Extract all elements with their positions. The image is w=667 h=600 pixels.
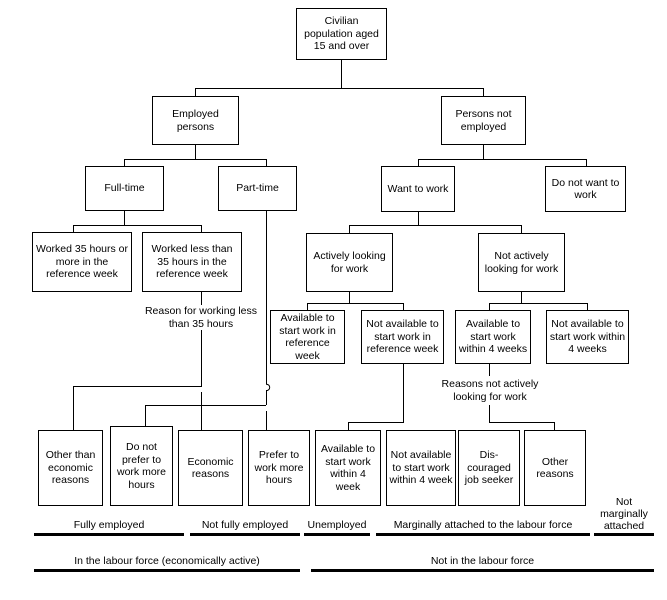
connector-reasons-bus-lower [145,405,266,406]
node-not-available-in-reference-week[interactable]: Not available to start work in reference… [361,310,444,364]
connector-to-avail-ref [307,303,308,310]
connector-to-not-avail-ref [403,303,404,310]
connector-parttime-trunk [266,211,267,405]
connector-to-other-than-economic [73,386,74,430]
connector-avail4w-stem [489,364,490,376]
connector-actively-stem [349,292,350,303]
node-not-available-within-4-week-b[interactable]: Not available to start work within 4 wee… [386,430,456,506]
connector-notavailref-trunk [403,364,404,422]
connector-bottom-avail-bus [348,422,404,423]
bracket-bar-not-marginally-attached [594,533,654,536]
connector-wantwork-stem [418,212,419,225]
node-worked-less-than-35-hours[interactable]: Worked less than 35 hours in the referen… [142,232,242,292]
connector-employed-bus [124,159,266,160]
bracket-bar-fully-employed [34,533,184,536]
connector-to-other-reasons [554,422,555,430]
connector-to-not-avail-4w [587,303,588,310]
connector-to-avail-4week-b [348,422,349,430]
jump-mask [262,383,271,390]
connector-to-prefer-more-hours [266,411,267,430]
connector-to-actively-looking [349,225,350,233]
bracket-bar-marginally-attached [376,533,590,536]
connector-to-economic-reasons [201,392,202,430]
connector-wantwork-bus [349,225,521,226]
annotation-reason-working-less: Reason for working less than 35 hours [142,305,260,330]
line-jump-icon [266,381,271,392]
node-worked-35-hours-or-more[interactable]: Worked 35 hours or more in the reference… [32,232,132,292]
bracket-label-unemployed: Unemployed [307,519,367,531]
bracket-bar-not-in-labour-force [311,569,654,572]
connector-reasons-bus-upper [73,386,202,387]
bracket-bar-unemployed [304,533,370,536]
connector-to-not-want-work [586,159,587,166]
bracket-label-not-fully-employed: Not fully employed [201,519,289,531]
connector-to-want-work [418,159,419,166]
node-persons-not-employed[interactable]: Persons not employed [441,96,526,145]
node-available-within-4-week-b[interactable]: Available to start work within 4 week [315,430,381,506]
connector-workedless-trunk [201,292,202,386]
connector-to-fulltime [124,159,125,166]
connector-root-stem [341,60,342,88]
connector-notemployed-stem [483,145,484,159]
connector-to-avail-4w [489,303,490,310]
bracket-label-fully-employed: Fully employed [73,519,145,531]
node-not-available-within-4-weeks[interactable]: Not available to start work within 4 wee… [546,310,629,364]
node-economic-reasons[interactable]: Economic reasons [178,430,243,506]
connector-fulltime-bus [73,225,201,226]
bracket-label-marginally-attached: Marginally attached to the labour force [393,519,573,531]
node-other-reasons[interactable]: Other reasons [524,430,586,506]
node-available-within-4-weeks[interactable]: Available to start work within 4 weeks [455,310,531,364]
node-full-time[interactable]: Full-time [85,166,164,211]
node-want-to-work[interactable]: Want to work [381,166,455,212]
node-civilian-population[interactable]: Civilian population aged 15 and over [296,8,387,60]
node-other-than-economic-reasons[interactable]: Other than economic reasons [38,430,103,506]
node-prefer-to-work-more-hours[interactable]: Prefer to work more hours [248,430,310,506]
connector-to-workedless35 [201,225,202,232]
connector-employed-stem [195,145,196,159]
connector-to-worked35more [73,225,74,232]
node-part-time[interactable]: Part-time [218,166,297,211]
connector-root-bus [195,88,483,89]
node-do-not-prefer-more-hours[interactable]: Do not prefer to work more hours [110,426,173,506]
connector-notemployed-bus [418,159,586,160]
annotation-reasons-not-looking: Reasons not actively looking for work [432,378,548,403]
connector-to-not-employed [483,88,484,96]
node-do-not-want-to-work[interactable]: Do not want to work [545,166,626,212]
connector-actively-bus [307,303,403,304]
bracket-bar-not-fully-employed [190,533,300,536]
bracket-label-not-in-labour-force: Not in the labour force [430,555,535,567]
bracket-bar-in-labour-force [34,569,300,572]
connector-reasonsnotlooking-stem [489,405,490,422]
bracket-label-not-marginally-attached: Not marginally attached [600,496,648,532]
bracket-label-in-labour-force: In the labour force (economically active… [74,555,260,567]
connector-fulltime-stem [124,211,125,225]
node-employed-persons[interactable]: Employed persons [152,96,239,145]
connector-to-not-actively-looking [521,225,522,233]
connector-to-do-not-prefer [145,405,146,430]
node-discouraged-job-seeker[interactable]: Dis- couraged job seeker [458,430,520,506]
connector-to-parttime [266,159,267,166]
node-available-in-reference-week[interactable]: Available to start work in reference wee… [270,310,345,364]
connector-notactively-bus [489,303,587,304]
node-actively-looking-for-work[interactable]: Actively looking for work [306,233,393,292]
connector-notactively-stem [521,292,522,303]
connector-to-employed [195,88,196,96]
connector-discouraged-bus [489,422,554,423]
node-not-actively-looking-for-work[interactable]: Not actively looking for work [478,233,565,292]
